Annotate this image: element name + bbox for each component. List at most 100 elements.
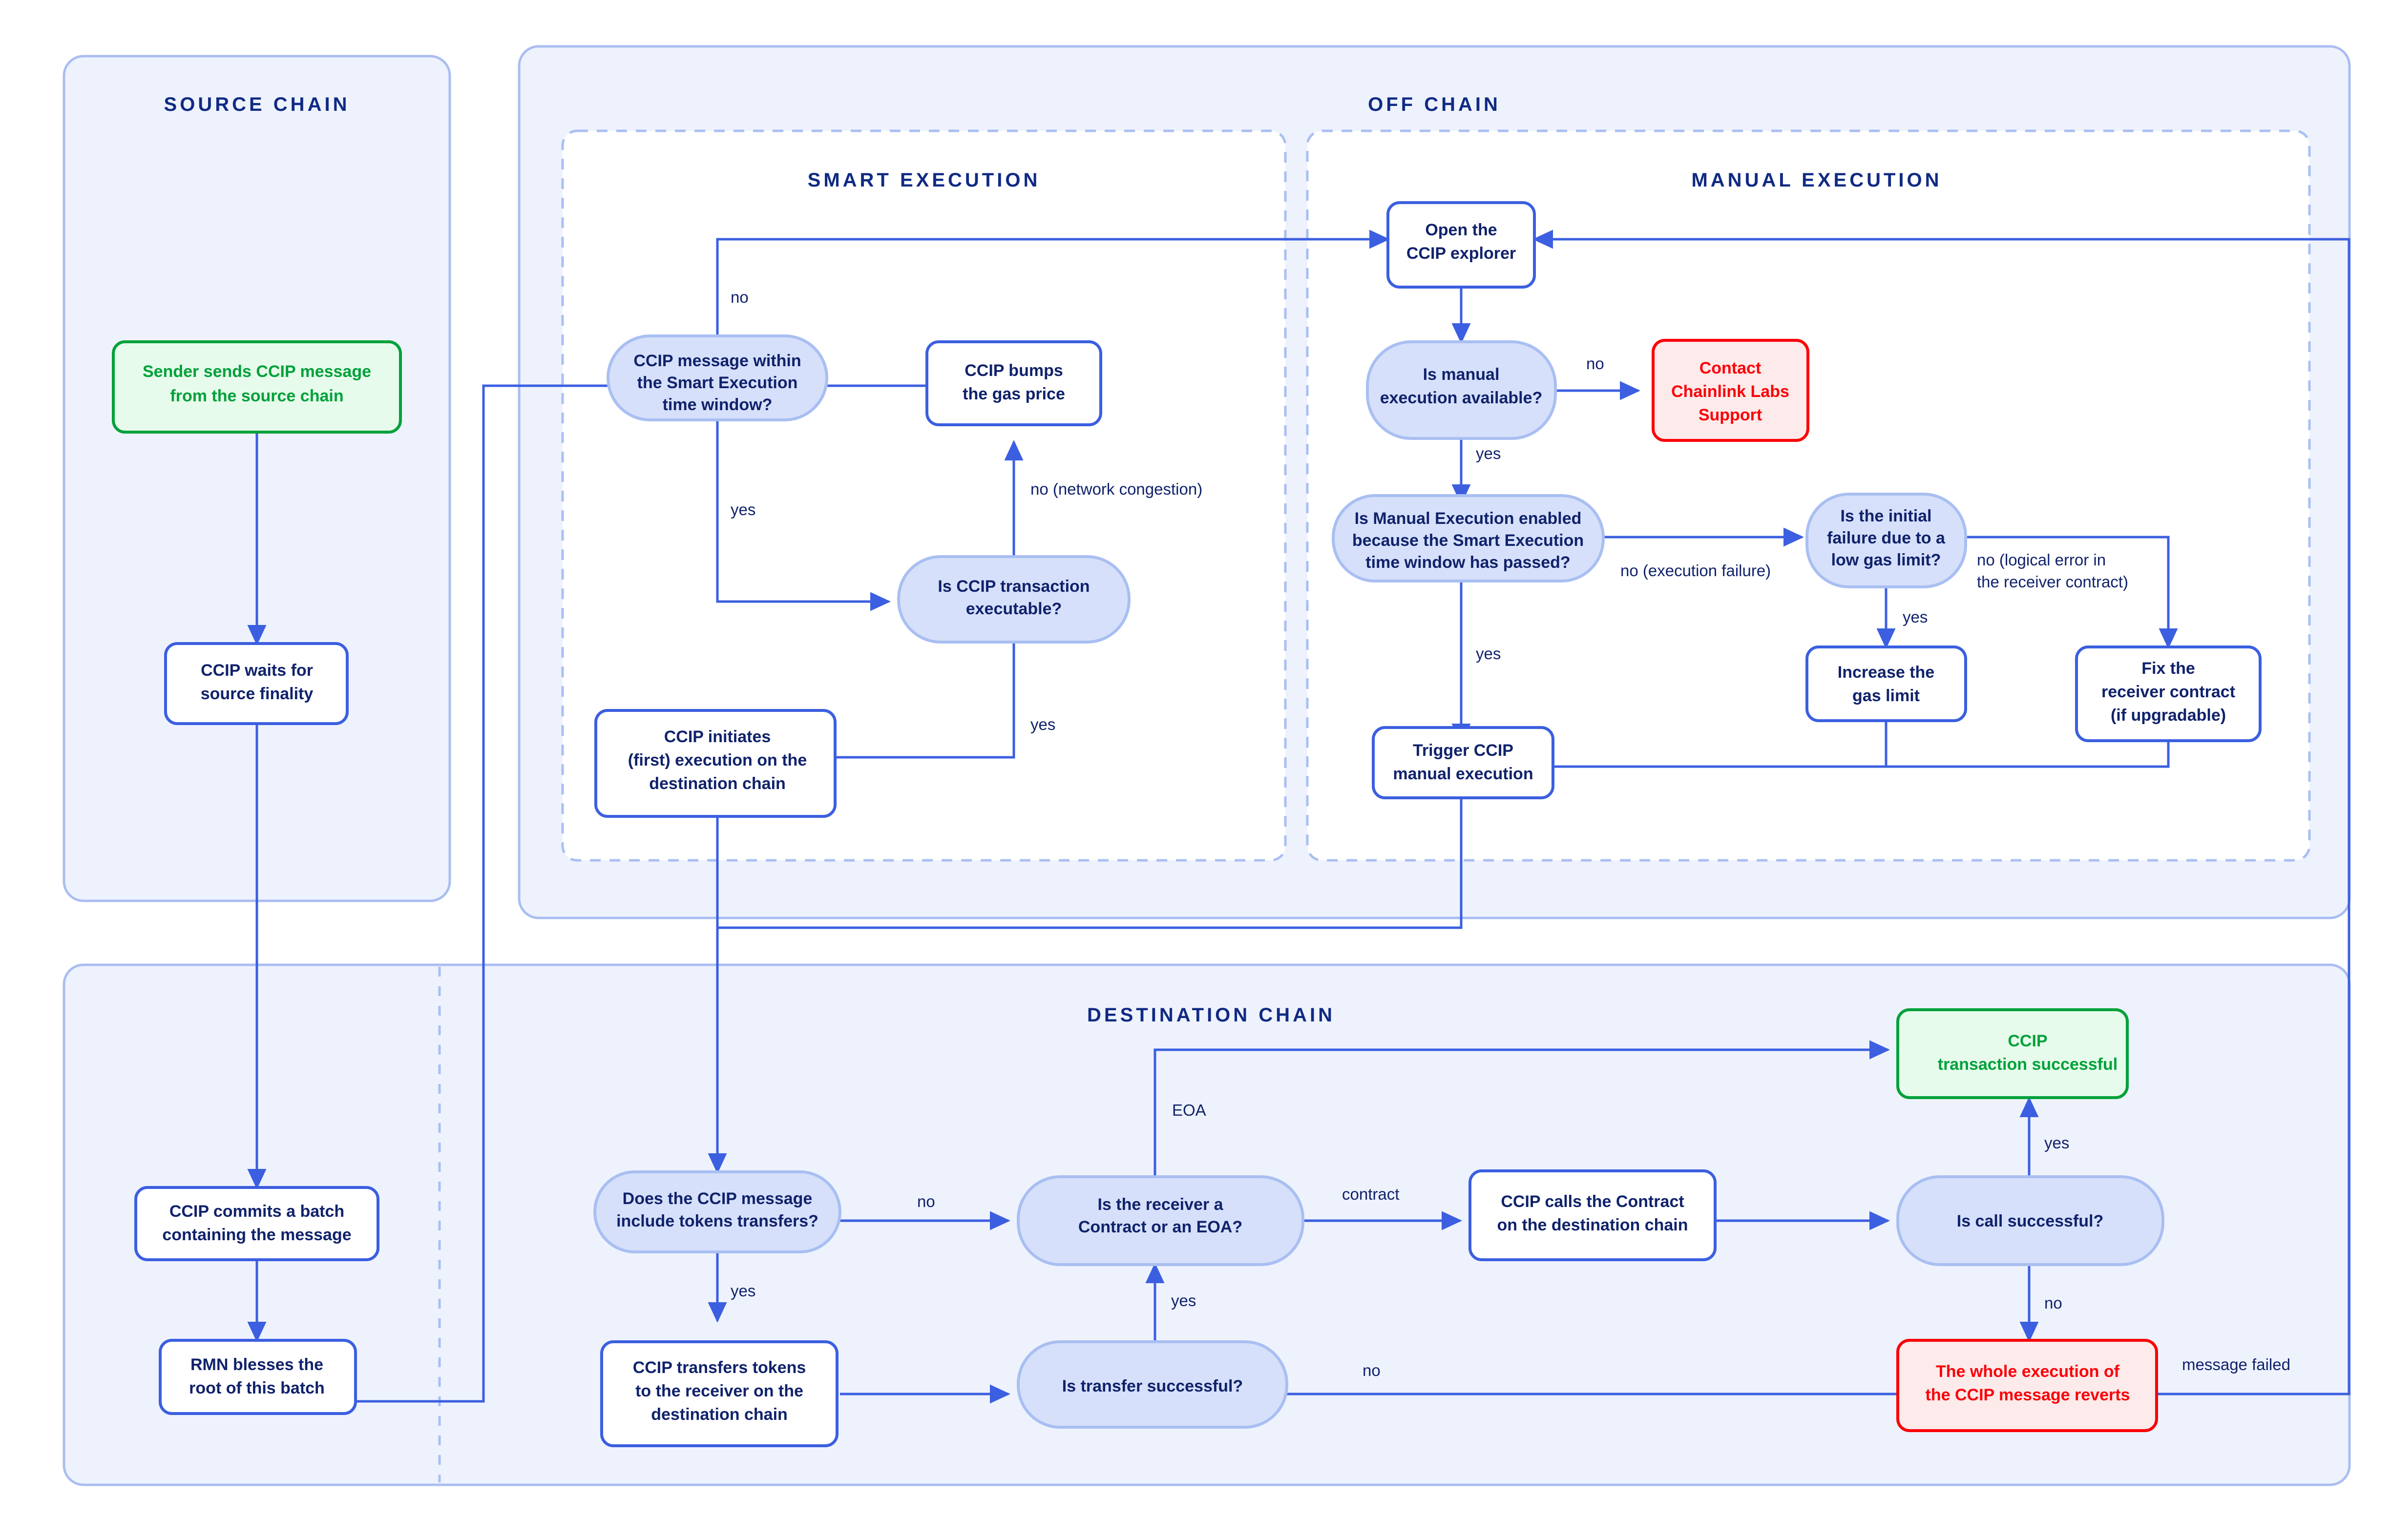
node-label: CCIP message within <box>633 352 801 370</box>
node-label: because the Smart Execution <box>1352 531 1584 550</box>
node-label: time window has passed? <box>1365 553 1570 572</box>
node-label: gas limit <box>1852 687 1920 705</box>
edge-label-yes-executable: yes <box>1030 715 1055 733</box>
node-ccip-waits-finality[interactable]: CCIP waits for source finality <box>164 642 349 725</box>
node-label: root of this batch <box>189 1379 325 1397</box>
edge-label-no-congestion: no (network congestion) <box>1030 480 1202 498</box>
node-label: CCIP explorer <box>1406 244 1516 263</box>
node-ccip-commits-batch[interactable]: CCIP commits a batch containing the mess… <box>134 1186 379 1261</box>
node-label: Is the receiver a <box>1097 1195 1223 1214</box>
node-label: manual execution <box>1393 765 1533 783</box>
node-label: Sender sends CCIP message <box>143 362 371 381</box>
node-fix-receiver-contract[interactable]: Fix the receiver contract (if upgradable… <box>2075 645 2262 742</box>
node-ccip-initiates-execution[interactable]: CCIP initiates (first) execution on the … <box>594 709 837 818</box>
node-ccip-transfers-tokens[interactable]: CCIP transfers tokens to the receiver on… <box>600 1340 839 1447</box>
node-rmn-blesses-root[interactable]: RMN blesses the root of this batch <box>159 1339 357 1415</box>
edge-label-yes-call: yes <box>2044 1134 2069 1152</box>
node-label: Is transfer successful? <box>1062 1377 1243 1395</box>
node-label: destination chain <box>651 1405 788 1424</box>
node-is-manual-execution-available[interactable]: Is manual execution available? <box>1366 340 1557 440</box>
node-is-receiver-contract-or-eoa[interactable]: Is the receiver a Contract or an EOA? <box>1017 1175 1304 1266</box>
node-label: transaction successful <box>1938 1055 2118 1074</box>
edge-label-no-call: no <box>2044 1294 2062 1312</box>
edge-receiver-eoa-to-success <box>1154 1040 1890 1177</box>
node-label: CCIP initiates <box>664 728 771 746</box>
edge-label-yes-window: yes <box>731 500 755 519</box>
node-sender-sends-message[interactable]: Sender sends CCIP message from the sourc… <box>112 340 402 434</box>
node-label: the CCIP message reverts <box>1926 1386 2130 1404</box>
node-is-initial-failure-low-gas[interactable]: Is the initial failure due to a low gas … <box>1805 493 1967 588</box>
node-contact-chainlink-labs-support[interactable]: Contact Chainlink Labs Support <box>1652 339 1809 442</box>
edge-executable-yes-to-initiates <box>750 642 1015 767</box>
panel-title-source-chain: SOURCE CHAIN <box>164 94 350 115</box>
node-label: receiver contract <box>2101 683 2235 701</box>
node-execution-reverts[interactable]: The whole execution of the CCIP message … <box>1896 1339 2158 1432</box>
node-label: Is Manual Execution enabled <box>1355 509 1582 528</box>
edge-label-message-failed: message failed <box>2182 1355 2290 1374</box>
node-ccip-bumps-gas-price[interactable]: CCIP bumps the gas price <box>925 340 1102 426</box>
node-is-transfer-successful[interactable]: Is transfer successful? <box>1017 1340 1288 1429</box>
node-label: RMN blesses the <box>190 1355 323 1374</box>
panel-manual-execution: MANUAL EXECUTION <box>1306 129 2311 862</box>
node-label: the Smart Execution <box>637 374 798 392</box>
node-open-ccip-explorer[interactable]: Open the CCIP explorer <box>1386 201 1536 289</box>
edge-label-yes-manual: yes <box>1476 444 1501 462</box>
node-label: Trigger CCIP <box>1413 741 1513 760</box>
node-label: The whole execution of <box>1936 1362 2120 1381</box>
node-label: low gas limit? <box>1831 551 1941 569</box>
node-does-message-include-token-transfers[interactable]: Does the CCIP message include tokens tra… <box>593 1170 841 1253</box>
edge-label-yes-gas-limit: yes <box>1903 608 1928 626</box>
edge-label-no-execution-failure: no (execution failure) <box>1620 562 1771 580</box>
panel-title-smart-execution: SMART EXECUTION <box>808 169 1041 191</box>
node-label: the gas price <box>963 385 1065 403</box>
node-is-call-successful[interactable]: Is call successful? <box>1896 1175 2164 1266</box>
node-label: CCIP commits a batch <box>169 1202 344 1221</box>
node-ccip-transaction-successful[interactable]: CCIP transaction successful <box>1896 1008 2129 1099</box>
node-label: from the source chain <box>170 387 343 405</box>
node-label: failure due to a <box>1827 529 1946 547</box>
node-label: on the destination chain <box>1497 1216 1688 1234</box>
edge-label-contract: contract <box>1342 1185 1399 1203</box>
edge-label-no-window: no <box>731 288 749 306</box>
node-increase-gas-limit[interactable]: Increase the gas limit <box>1805 645 1967 722</box>
edge-fix-to-trigger-join <box>1886 741 2170 768</box>
edge-label-no-logical-error-2: the receiver contract) <box>1977 573 2128 591</box>
node-ccip-calls-contract[interactable]: CCIP calls the Contract on the destinati… <box>1468 1169 1717 1261</box>
edge-window-yes-to-executable <box>716 419 891 611</box>
node-label: Is manual <box>1423 365 1500 384</box>
node-label: executable? <box>966 600 1062 618</box>
edge-window-no-to-explorer <box>716 229 1390 356</box>
node-label: Contract or an EOA? <box>1078 1218 1242 1236</box>
edge-label-no-logical-error-1: no (logical error in <box>1977 551 2106 569</box>
node-label: CCIP bumps <box>965 361 1063 380</box>
edge-reverts-to-explorer <box>1532 229 2350 1395</box>
node-label: Fix the <box>2141 659 2195 678</box>
node-label: Contact <box>1699 359 1762 377</box>
node-is-ccip-transaction-executable[interactable]: Is CCIP transaction executable? <box>897 555 1131 644</box>
node-is-manual-execution-enabled[interactable]: Is Manual Execution enabled because the … <box>1332 494 1605 583</box>
node-label: include tokens transfers? <box>616 1212 818 1230</box>
edge-label-eoa: EOA <box>1172 1101 1206 1119</box>
panel-title-off-chain: OFF CHAIN <box>1368 94 1501 115</box>
node-label: Is CCIP transaction <box>938 577 1090 596</box>
node-label: (if upgradable) <box>2111 706 2226 725</box>
node-trigger-ccip-manual-execution[interactable]: Trigger CCIP manual execution <box>1372 726 1554 799</box>
node-label: containing the message <box>162 1226 351 1244</box>
node-label: Chainlink Labs <box>1671 382 1789 401</box>
node-label: (first) execution on the <box>628 751 807 770</box>
panel-title-manual-execution: MANUAL EXECUTION <box>1691 169 1942 191</box>
node-label: Does the CCIP message <box>623 1189 813 1208</box>
edge-label-no-transfer: no <box>1363 1361 1381 1379</box>
edge-label-yes-tokens: yes <box>731 1282 755 1300</box>
node-label: time window? <box>663 395 773 414</box>
node-within-smart-execution-window[interactable]: CCIP message within the Smart Execution … <box>607 334 828 421</box>
edge-rmn-to-within-window <box>356 376 646 1403</box>
edge-label-no-tokens: no <box>917 1192 935 1210</box>
edge-initial-no-to-fix <box>1949 536 2178 649</box>
edge-label-yes-transfer: yes <box>1171 1291 1196 1310</box>
node-label: Is the initial <box>1840 507 1931 525</box>
node-label: Is call successful? <box>1957 1212 2104 1230</box>
node-label: Increase the <box>1838 663 1934 682</box>
node-label: execution available? <box>1380 389 1543 407</box>
